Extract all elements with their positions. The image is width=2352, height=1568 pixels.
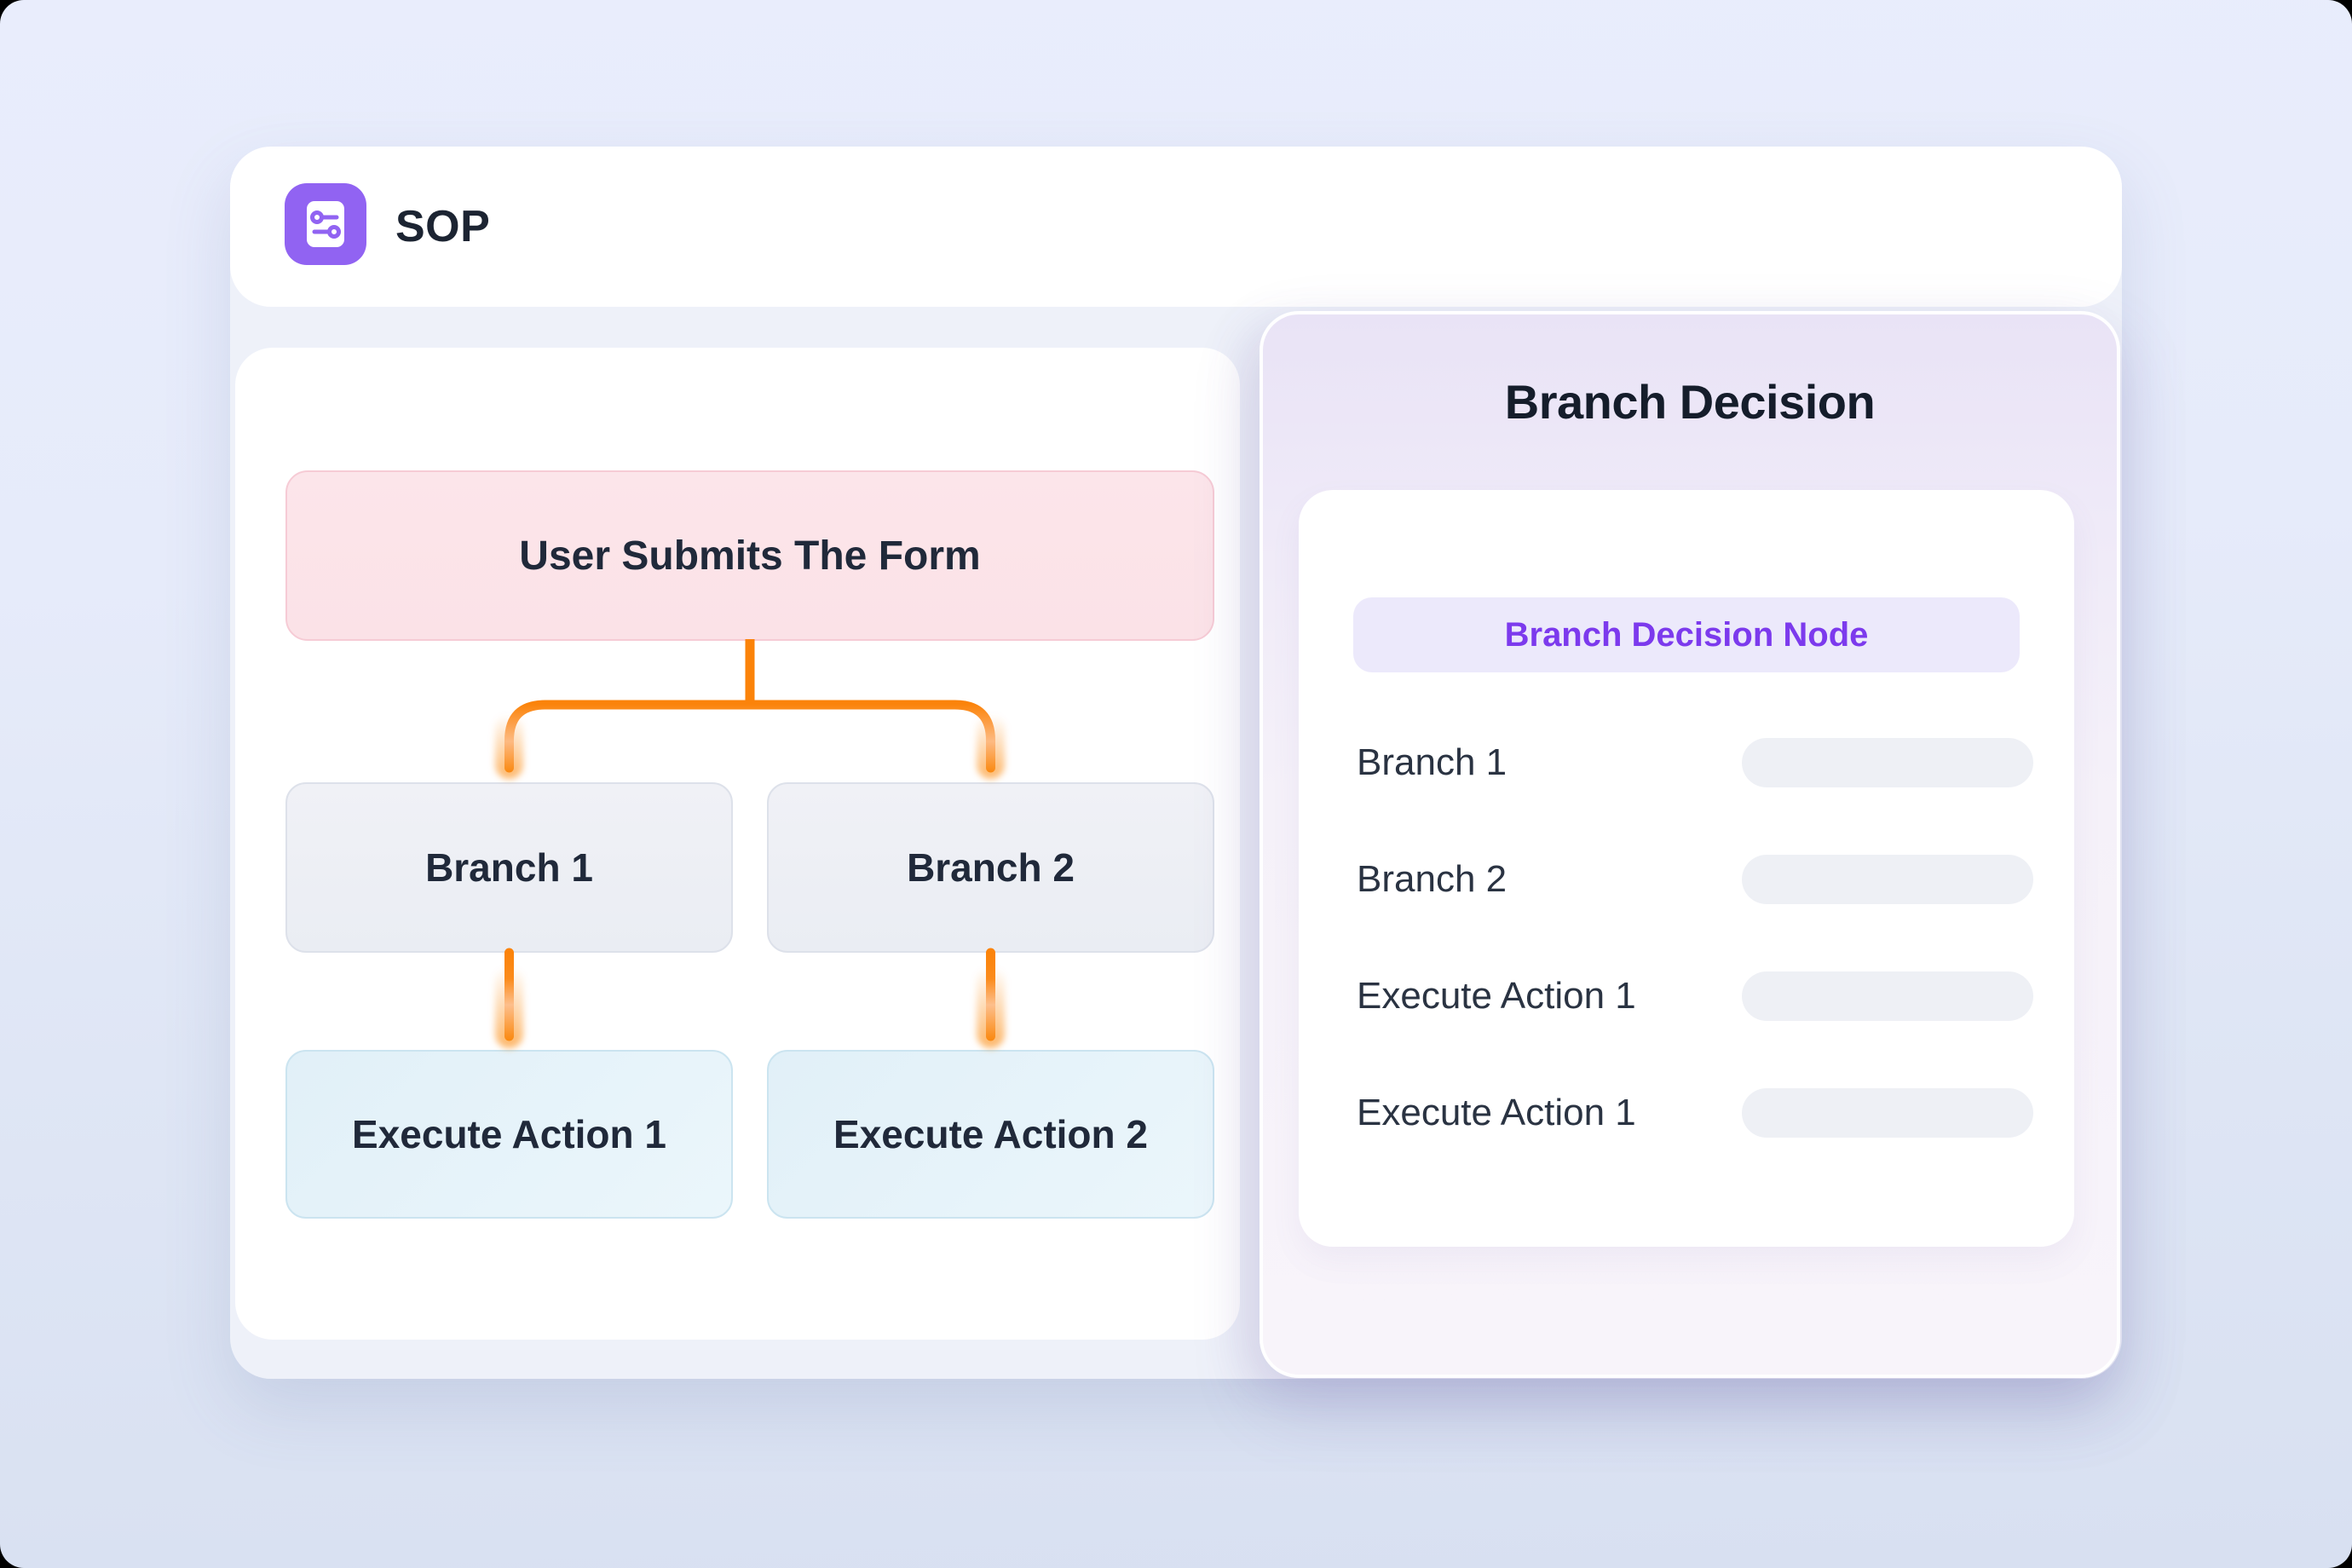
value-placeholder [1742,1088,2033,1138]
sliders-icon [285,183,366,265]
panel-row-branch-1[interactable]: Branch 1 [1357,737,2033,788]
flow-node-execute-action-1[interactable]: Execute Action 1 [285,1050,733,1219]
flow-node-branch-2[interactable]: Branch 2 [767,782,1214,953]
value-placeholder [1742,738,2033,787]
value-placeholder [1742,855,2033,904]
sop-app-icon [285,183,366,265]
flow-node-branch-1[interactable]: Branch 1 [285,782,733,953]
panel-card: Branch Decision Node Branch 1 Branch 2 E… [1299,490,2074,1247]
row-label: Branch 2 [1357,858,1507,900]
panel-row-branch-2[interactable]: Branch 2 [1357,854,2033,905]
row-label: Execute Action 1 [1357,975,1636,1017]
panel-row-execute-action-1[interactable]: Execute Action 1 [1357,971,2033,1022]
row-label: Execute Action 1 [1357,1092,1636,1133]
flow-node-execute-action-2[interactable]: Execute Action 2 [767,1050,1214,1219]
app-title: SOP [395,202,491,251]
panel-title: Branch Decision [1504,375,1876,429]
node-type-badge: Branch Decision Node [1353,597,2020,672]
value-placeholder [1742,971,2033,1021]
window-header: SOP [230,147,2122,307]
panel-row-execute-action-1b[interactable]: Execute Action 1 [1357,1087,2033,1139]
flow-node-user-submits-form[interactable]: User Submits The Form [285,470,1214,641]
flow-canvas: User Submits The Form Branch 1 Branch 2 … [235,348,1240,1340]
row-label: Branch 1 [1357,741,1507,783]
branch-decision-panel: Branch Decision Branch Decision Node Bra… [1260,311,2120,1378]
